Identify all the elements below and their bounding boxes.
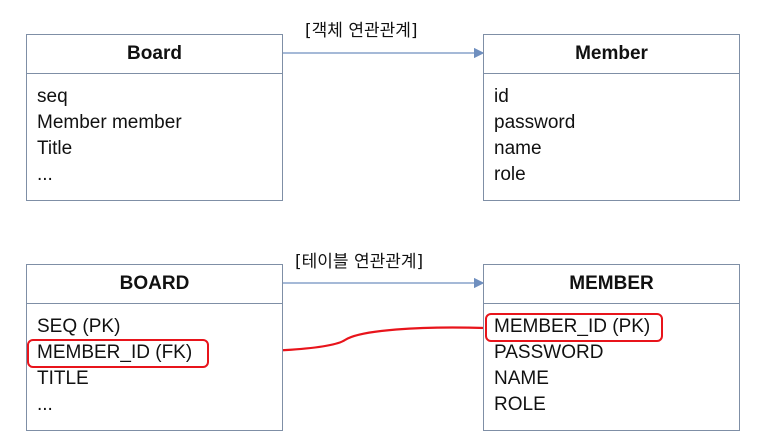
member-field: name [494, 138, 542, 159]
member-object-title: Member [484, 35, 739, 74]
member-table-box: MEMBER MEMBER_ID (PK) PASSWORD NAME ROLE [483, 264, 740, 431]
member-field: id [494, 86, 509, 107]
member-field: role [494, 164, 526, 185]
board-table-box: BOARD SEQ (PK) MEMBER_ID (FK) TITLE ... [26, 264, 283, 431]
board-table-title: BOARD [27, 265, 282, 304]
member-column: ROLE [494, 394, 546, 415]
table-relation-caption: [테이블 연관관계] [295, 252, 424, 272]
board-column: ... [37, 394, 53, 415]
member-object-box: Member id password name role [483, 34, 740, 201]
member-column: PASSWORD [494, 342, 604, 363]
board-column: TITLE [37, 368, 89, 389]
board-column: MEMBER_ID (FK) [37, 342, 193, 363]
board-object-box: Board seq Member member Title ... [26, 34, 283, 201]
member-table-fields: MEMBER_ID (PK) PASSWORD NAME ROLE [484, 304, 739, 418]
board-field: ... [37, 164, 53, 185]
member-table-title: MEMBER [484, 265, 739, 304]
member-column: NAME [494, 368, 549, 389]
board-object-fields: seq Member member Title ... [27, 74, 282, 188]
board-table-fields: SEQ (PK) MEMBER_ID (FK) TITLE ... [27, 304, 282, 418]
object-relation-caption: [객체 연관관계] [305, 21, 418, 41]
board-field: seq [37, 86, 68, 107]
board-field: Title [37, 138, 73, 159]
fk-highlight [27, 339, 209, 368]
board-field: Member member [37, 112, 182, 133]
member-column: MEMBER_ID (PK) [494, 316, 651, 337]
member-field: password [494, 112, 576, 133]
board-object-title: Board [27, 35, 282, 74]
member-object-fields: id password name role [484, 74, 739, 188]
board-column: SEQ (PK) [37, 316, 121, 337]
pk-highlight [485, 313, 663, 342]
